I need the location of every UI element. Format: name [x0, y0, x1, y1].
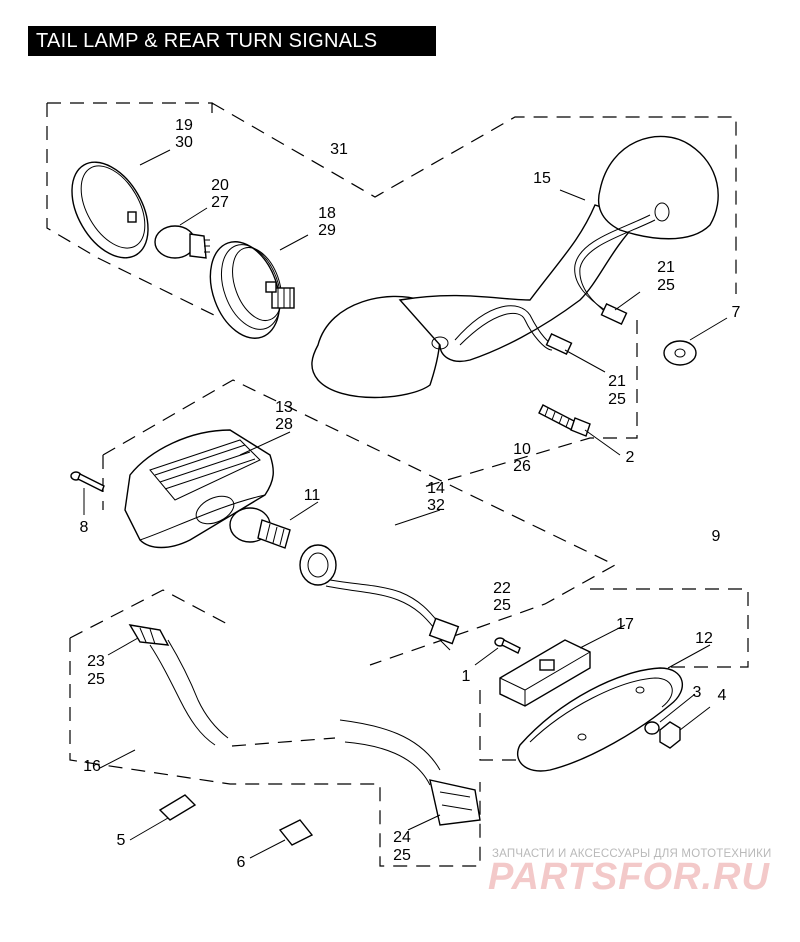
callout-20: 20 [211, 177, 229, 194]
callout-7: 7 [732, 304, 741, 321]
callout-2: 2 [626, 449, 635, 466]
callout-25-socket: 25 [493, 597, 511, 614]
callout-15: 15 [533, 170, 551, 187]
small-screw-part [494, 637, 521, 654]
circuit-board-part [499, 639, 591, 707]
callout-24: 24 [393, 829, 411, 846]
callout-11: 11 [304, 487, 321, 504]
socket-harness [299, 544, 460, 645]
callout-4: 4 [718, 687, 727, 704]
group-outline-turn-signal [46, 102, 737, 317]
connector-lower [545, 332, 573, 356]
lens-part [71, 161, 149, 259]
callout-29: 29 [318, 222, 336, 239]
callout-17: 17 [616, 616, 634, 633]
housing-part [209, 241, 295, 339]
leader-lines [83, 149, 728, 859]
screw-part [538, 404, 591, 437]
callout-14: 14 [427, 480, 445, 497]
page-title: TAIL LAMP & REAR TURN SIGNALS [28, 26, 436, 56]
callout-22: 22 [493, 580, 511, 597]
callout-25-upper: 25 [657, 277, 675, 294]
group-outline-harness-mid [231, 737, 336, 747]
callout-30: 30 [175, 134, 193, 151]
callout-16: 16 [83, 758, 101, 775]
callout-23: 23 [87, 653, 105, 670]
tail-bulb-part [229, 507, 291, 549]
tail-lamp-base [124, 429, 274, 549]
callout-27: 27 [211, 194, 229, 211]
washer-part [663, 340, 697, 366]
callout-26: 26 [513, 458, 531, 475]
callout-18: 18 [318, 205, 336, 222]
callout-31: 31 [330, 141, 348, 158]
group-outline-lens [479, 588, 749, 761]
watermark-logo: PARTSFOR.RU [488, 856, 770, 898]
connector-upper [600, 302, 628, 326]
callout-21-upper: 21 [657, 259, 675, 276]
nut-part [659, 721, 681, 749]
callout-6: 6 [237, 854, 246, 871]
callout-19: 19 [175, 117, 193, 134]
group-outline-tail-lamp [102, 379, 617, 666]
main-harness [128, 624, 481, 826]
cable-strap-part [278, 819, 314, 846]
group-outline-turn-signal-lower [419, 320, 638, 489]
callout-28: 28 [275, 416, 293, 433]
callout-21-lower: 21 [608, 373, 626, 390]
callout-1: 1 [462, 668, 471, 685]
callout-8: 8 [80, 519, 89, 536]
callout-10: 10 [513, 441, 531, 458]
group-outline-harness [69, 589, 481, 867]
callout-25-lower: 25 [608, 391, 626, 408]
callout-13: 13 [275, 399, 293, 416]
callout-9: 9 [712, 528, 721, 545]
bolt-part [70, 471, 105, 492]
watermark-caption: ЗАПЧАСТИ И АКСЕССУАРЫ ДЛЯ МОТОТЕХНИКИ [492, 848, 772, 860]
callout-5: 5 [117, 832, 126, 849]
tail-lens-part [517, 667, 683, 772]
callout-32: 32 [427, 497, 445, 514]
lock-washer-part [644, 721, 660, 735]
bulb-part [154, 225, 210, 259]
callout-3: 3 [693, 684, 702, 701]
turn-signal-assembly [311, 135, 719, 399]
callout-25-connector: 25 [393, 847, 411, 864]
callout-25-harness: 25 [87, 671, 105, 688]
cable-clip-part [158, 794, 197, 821]
callout-12: 12 [695, 630, 713, 647]
